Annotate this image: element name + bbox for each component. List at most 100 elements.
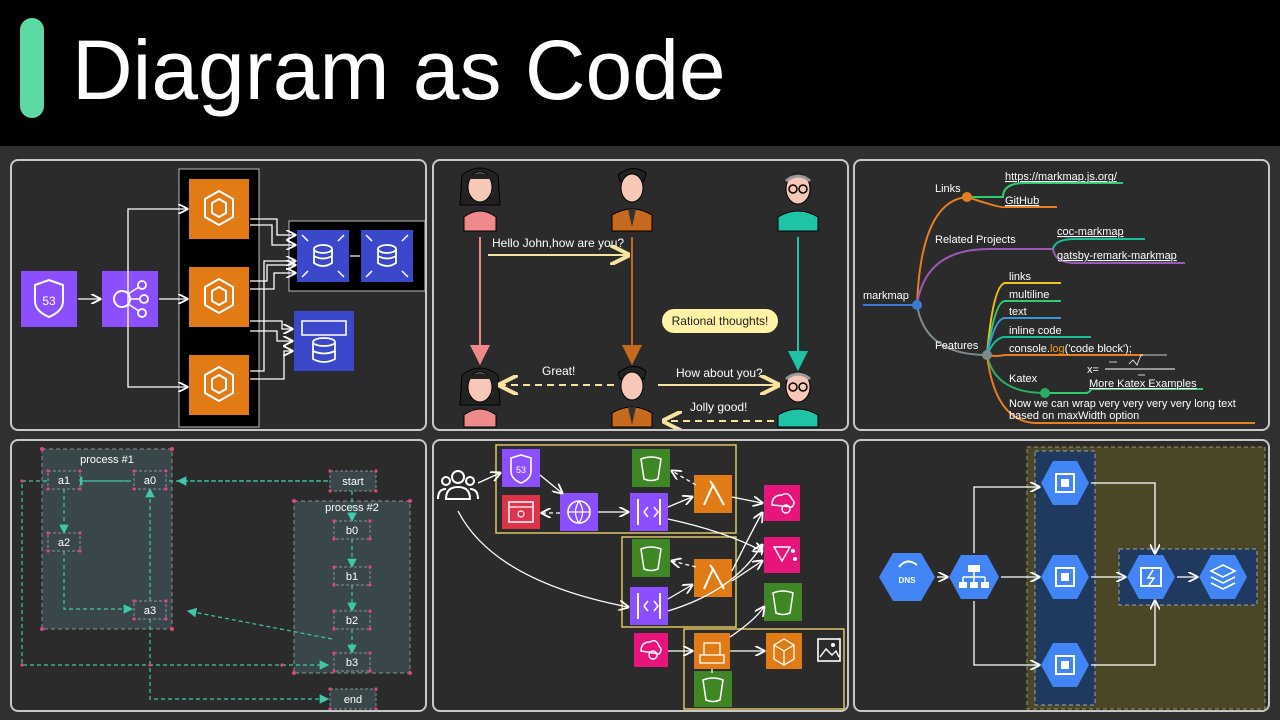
mindmap-root: markmap: [863, 290, 909, 302]
s3-bucket-icon-4: [694, 671, 732, 707]
aws-connections: [78, 209, 295, 387]
flowchart-diagram: process #1 process #2 a1 a0 a2 a3 start …: [20, 447, 412, 710]
mindmap-feature-inline-code: inline code: [1009, 325, 1062, 337]
panel-flowchart: process #1 process #2 a1 a0 a2 a3 start …: [10, 439, 427, 712]
load-balancer-icon: [102, 271, 158, 327]
node-a1-label: a1: [58, 475, 70, 487]
actor-alice-bottom: [459, 367, 501, 428]
flow-anchor-markers: [20, 447, 412, 710]
compute-engine-icon-1: [1041, 461, 1089, 505]
package-icon: [766, 633, 802, 669]
serverless-connections: [457, 471, 764, 673]
s3-bucket-icon-3: [764, 583, 802, 621]
mindmap-link-markmap[interactable]: https://markmap.js.org/: [1005, 171, 1118, 183]
panel-aws-architecture: 53: [10, 159, 427, 431]
node-b3-label: b3: [346, 657, 358, 669]
mindmap-wrap-line1: Now we can wrap very very very very long…: [1009, 398, 1236, 410]
compute-engine-icon-3: [1041, 643, 1089, 687]
mindmap-katex: Katex: [1009, 373, 1038, 385]
gcp-connections: [937, 483, 1197, 665]
cloud-function-icon: [1127, 555, 1175, 599]
node-start[interactable]: [329, 470, 377, 492]
page-title: Diagram as Code: [72, 23, 726, 117]
cloud-dns-icon: DNS: [879, 553, 935, 601]
mindmap-link-gatsby[interactable]: gatsby-remark-markmap: [1057, 250, 1177, 262]
users-icon: [437, 470, 479, 500]
mindmap-link-katex[interactable]: More Katex Examples: [1089, 378, 1197, 390]
title-accent-bar: [20, 18, 44, 118]
mindmap-features: Features: [935, 340, 979, 352]
cluster-top: [495, 444, 737, 534]
lambda-icon-1: [694, 475, 732, 513]
mindmap-related: Related Projects: [935, 234, 1016, 246]
msg-hello-label: Hello John,how are you?: [492, 236, 624, 250]
note-box: [662, 309, 778, 333]
header-bar: Diagram as Code: [0, 0, 1280, 146]
node-a2[interactable]: [47, 532, 81, 552]
actor-bob-bottom: [777, 371, 819, 428]
flow-nodes: a1 a0 a2 a3 start b0 b1 b2 b3 end: [47, 470, 377, 710]
container-service-icon: [694, 633, 730, 669]
katex-formula: x=: [1087, 354, 1175, 376]
msg-how-label: How about you?: [676, 366, 763, 380]
node-a0[interactable]: [133, 470, 167, 490]
rds-icon-2: [361, 230, 413, 282]
cloud-load-balancing-icon: [949, 555, 999, 599]
api-gateway-icon-2: [630, 587, 668, 625]
node-a1[interactable]: [47, 470, 81, 490]
dns-label: DNS: [899, 576, 917, 585]
node-b0[interactable]: [333, 520, 371, 540]
cluster-middle: [621, 536, 737, 628]
gcp-architecture-diagram: DNS: [879, 446, 1266, 710]
flow-edges: [21, 476, 357, 704]
node-b2-label: b2: [346, 615, 358, 627]
svg-text:x=: x=: [1087, 364, 1099, 376]
node-a3[interactable]: [133, 600, 167, 620]
image-icon: [817, 638, 841, 662]
actor-john-bottom: [611, 366, 653, 428]
mindmap-link-github[interactable]: GitHub: [1005, 195, 1039, 207]
elasticache-icon: [294, 311, 354, 371]
actor-john-top: [611, 168, 653, 232]
node-a0-label: a0: [144, 475, 156, 487]
compute-engine-icon-2: [1041, 555, 1089, 599]
rds-icon-1: [297, 230, 349, 282]
aws-serverless-diagram: 53: [437, 444, 845, 710]
mindmap-feature-multiline: multiline: [1009, 289, 1049, 301]
actor-bob-top: [777, 173, 819, 232]
svg-text:53: 53: [516, 465, 526, 475]
panel-gcp-architecture: DNS: [853, 439, 1270, 712]
mindmap-code-block: console.log('code block');: [1009, 343, 1132, 355]
node-b3[interactable]: [333, 652, 371, 672]
process1-label: process #1: [80, 454, 134, 466]
mindmap-feature-links: links: [1009, 271, 1032, 283]
ecs-icon-1: [189, 179, 249, 239]
node-end[interactable]: [329, 688, 377, 710]
node-b1[interactable]: [333, 566, 371, 586]
cloud-storage-icon: [1199, 555, 1247, 599]
waf-icon: [502, 495, 540, 529]
node-b2[interactable]: [333, 610, 371, 630]
panel-aws-serverless: 53: [432, 439, 849, 712]
route53-icon: 53: [21, 271, 77, 327]
mindmap-link-coc[interactable]: coc-markmap: [1057, 226, 1124, 238]
node-a3-label: a3: [144, 605, 156, 617]
msg-jolly-label: Jolly good!: [690, 400, 747, 414]
route53-icon-2: 53: [502, 449, 540, 487]
s3-bucket-icon-2: [632, 539, 670, 577]
node-end-label: end: [344, 694, 362, 706]
msg-great-label: Great!: [542, 364, 575, 378]
ecs-icon-3: [189, 355, 249, 415]
api-gateway-icon-1: [630, 493, 668, 531]
mindmap-wrap-line2: based on maxWidth option: [1009, 410, 1139, 422]
node-a2-label: a2: [58, 537, 70, 549]
cloudwatch-icon-1: [764, 485, 800, 521]
cluster-bottom: [683, 628, 845, 710]
route53-label: 53: [42, 294, 56, 308]
sequence-diagram: Hello John,how are you? Rational thought…: [459, 167, 819, 429]
cloudfront-icon: [560, 493, 598, 531]
actor-alice-top: [459, 167, 501, 232]
node-start-label: start: [342, 476, 363, 488]
aws-architecture-diagram: 53: [21, 168, 425, 428]
panel-sequence-diagram: Hello John,how are you? Rational thought…: [432, 159, 849, 431]
